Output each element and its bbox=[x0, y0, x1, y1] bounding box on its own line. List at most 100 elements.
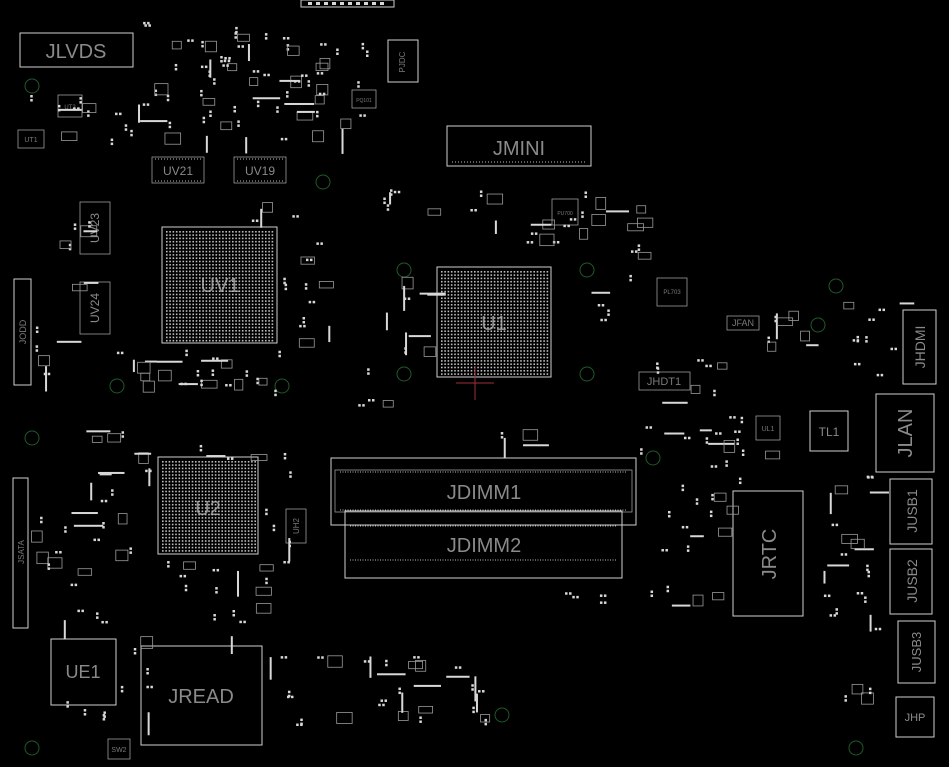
smd-part bbox=[223, 59, 231, 63]
u2-grid-balls bbox=[162, 461, 256, 552]
smd-part bbox=[140, 636, 154, 649]
smd-part bbox=[307, 80, 311, 87]
smd-part bbox=[213, 78, 216, 85]
smd-part bbox=[137, 361, 151, 374]
smd-part bbox=[129, 547, 132, 554]
smd-part bbox=[90, 482, 93, 501]
smd-part bbox=[187, 39, 194, 42]
smd-part bbox=[144, 24, 151, 27]
smd-part bbox=[591, 291, 611, 294]
smd-part bbox=[765, 450, 781, 460]
smd-part bbox=[212, 357, 219, 360]
smd-part bbox=[107, 433, 122, 443]
smd-part bbox=[389, 189, 393, 196]
pu700-part: PU700 bbox=[551, 198, 579, 226]
smd-part bbox=[142, 103, 150, 106]
smd-part bbox=[851, 683, 864, 695]
smd-part bbox=[288, 540, 292, 548]
smd-part bbox=[265, 577, 268, 585]
smd-part bbox=[705, 364, 712, 368]
smd-part bbox=[283, 277, 286, 285]
jhdt1-label: JHDT1 bbox=[647, 376, 681, 388]
sw2-label: SW2 bbox=[111, 747, 126, 754]
smd-part bbox=[278, 350, 281, 358]
smd-part bbox=[292, 215, 299, 218]
smd-part bbox=[386, 204, 390, 211]
smd-part bbox=[318, 92, 326, 96]
smd-part bbox=[99, 473, 112, 476]
smd-part bbox=[866, 475, 874, 479]
smd-part bbox=[73, 107, 80, 110]
smd-part bbox=[30, 95, 33, 102]
smd-part bbox=[237, 33, 250, 42]
smd-part bbox=[398, 687, 401, 695]
smd-part bbox=[147, 712, 150, 736]
smd-part bbox=[77, 609, 84, 613]
smd-part bbox=[255, 603, 272, 614]
smd-part bbox=[102, 522, 105, 529]
smd-part bbox=[55, 550, 62, 554]
smd-part bbox=[288, 538, 291, 562]
smd-part bbox=[111, 489, 114, 496]
u1-grid-balls bbox=[441, 271, 549, 375]
smd-part bbox=[530, 232, 538, 235]
smd-part bbox=[130, 129, 133, 137]
u1-bga-chip: U1 bbox=[436, 266, 552, 378]
smd-part bbox=[503, 437, 506, 458]
smd-part bbox=[899, 302, 915, 305]
smd-part bbox=[713, 492, 727, 502]
jread-connector: JREAD bbox=[140, 645, 263, 746]
smd-part bbox=[662, 401, 688, 404]
smd-part bbox=[835, 608, 838, 615]
smd-part bbox=[738, 477, 742, 485]
smd-part bbox=[393, 190, 401, 194]
smd-part bbox=[179, 574, 187, 578]
smd-part bbox=[340, 118, 352, 129]
smd-part bbox=[35, 345, 39, 352]
smd-part bbox=[605, 210, 630, 213]
smd-part bbox=[423, 346, 437, 357]
ut1-label: UT1 bbox=[24, 137, 37, 144]
smd-part bbox=[380, 699, 388, 702]
smd-part bbox=[209, 59, 212, 78]
smd-part bbox=[213, 614, 216, 621]
jdimm2-slot: JDIMM2 bbox=[344, 510, 623, 579]
smd-part bbox=[77, 568, 93, 576]
smd-part bbox=[569, 218, 577, 221]
smd-part bbox=[154, 83, 169, 96]
smd-part bbox=[314, 95, 325, 105]
smd-part bbox=[418, 705, 433, 714]
smd-part bbox=[237, 570, 240, 597]
smd-part bbox=[166, 94, 170, 102]
smd-part bbox=[164, 132, 182, 145]
smd-part bbox=[247, 44, 250, 62]
smd-part bbox=[305, 258, 313, 262]
smd-part bbox=[234, 378, 244, 391]
smd-part bbox=[204, 40, 217, 53]
smd-part bbox=[202, 116, 206, 124]
smd-part bbox=[419, 716, 422, 723]
smd-part bbox=[336, 711, 353, 724]
smd-part bbox=[110, 138, 114, 146]
smd-part bbox=[446, 675, 470, 678]
smd-part bbox=[274, 389, 277, 397]
smd-part bbox=[45, 366, 48, 392]
smd-part bbox=[200, 89, 203, 97]
smd-part bbox=[572, 595, 579, 599]
smd-part bbox=[664, 432, 685, 435]
jrtc-label: JRTC bbox=[759, 529, 781, 580]
smd-part bbox=[222, 64, 229, 67]
smd-part bbox=[630, 250, 638, 253]
jdimm2-label: JDIMM2 bbox=[447, 535, 521, 557]
smd-part bbox=[73, 223, 77, 230]
smd-part bbox=[637, 244, 641, 251]
smd-part bbox=[366, 50, 369, 57]
smd-part bbox=[138, 104, 141, 123]
smd-part bbox=[708, 442, 735, 445]
smd-part bbox=[83, 709, 87, 716]
smd-part bbox=[287, 695, 294, 699]
smd-part bbox=[705, 437, 709, 444]
smd-part bbox=[385, 312, 388, 331]
smd-part bbox=[283, 560, 290, 564]
smd-part bbox=[530, 223, 552, 226]
